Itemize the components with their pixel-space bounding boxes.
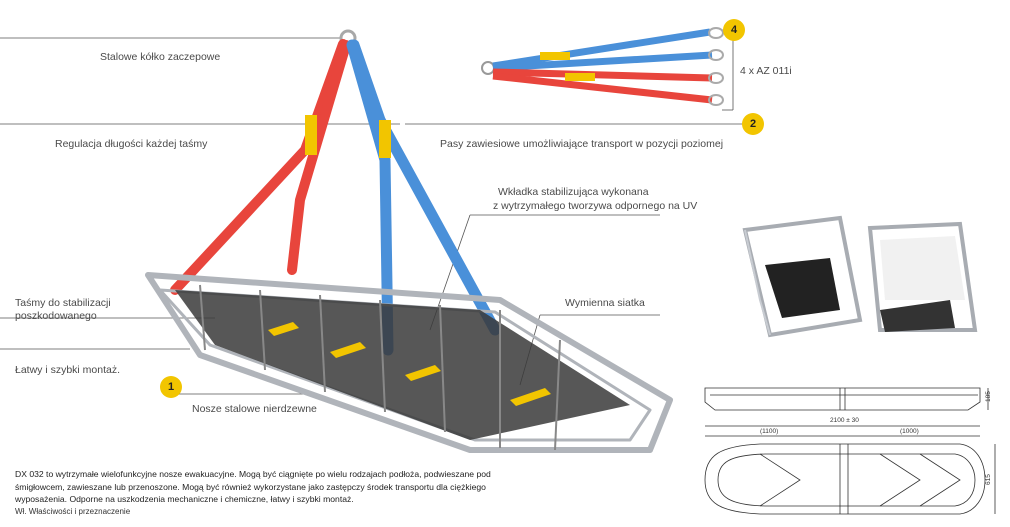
yellow-buckles xyxy=(268,322,551,406)
badge-2: 2 xyxy=(742,113,764,135)
technical-drawing xyxy=(704,387,996,515)
badge-1: 1 xyxy=(160,376,182,398)
carabiners-label: 4 x AZ 011i xyxy=(740,65,792,77)
leader-lines xyxy=(0,29,750,395)
dim-right: (1000) xyxy=(900,428,919,435)
insert-label-1: Wkładka stabilizująca wykonana xyxy=(498,186,649,198)
stretcher-label: Nosze stalowe nierdzewne xyxy=(192,403,317,415)
assembly-label: Łatwy i szybki montaż. xyxy=(15,364,121,376)
badge-4: 4 xyxy=(723,19,745,41)
horizontal-straps-label: Pasy zawiesiowe umożliwiające transport … xyxy=(440,138,724,150)
dim-height: 185 xyxy=(985,391,992,402)
product-description: DX 032 to wytrzymałe wielofunkcyjne nosz… xyxy=(15,468,535,518)
mesh-net xyxy=(175,290,630,440)
sling-set xyxy=(481,27,724,106)
halves-photo xyxy=(742,215,978,338)
strap-adjust-label: Regulacja długości każdej taśmy xyxy=(55,138,208,150)
basket-stretcher xyxy=(145,272,673,453)
dim-width: 615 xyxy=(985,474,992,485)
description-cut-line: Wł. Właściwości i przeznaczenie xyxy=(15,506,131,516)
hanging-straps xyxy=(170,29,501,356)
stab-straps-label-2: poszkodowanego xyxy=(15,310,97,322)
ring-label: Stalowe kółko zaczepowe xyxy=(100,51,221,63)
stab-straps-label-1: Taśmy do stabilizacji xyxy=(15,297,111,309)
dim-total: 2100 ± 30 xyxy=(830,417,859,424)
insert-label-2: z wytrzymałego tworzywa odpornego na UV xyxy=(493,200,698,212)
frame-uprights xyxy=(199,284,561,451)
mesh-label: Wymienna siatka xyxy=(565,297,645,309)
description-text: DX 032 to wytrzymałe wielofunkcyjne nosz… xyxy=(15,469,491,504)
dim-left: (1100) xyxy=(760,428,778,435)
